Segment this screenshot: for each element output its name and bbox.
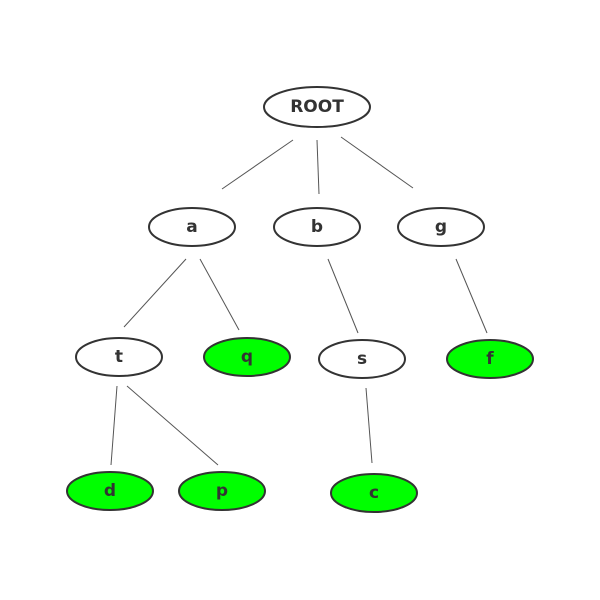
node-g-ellipse xyxy=(397,207,485,247)
node-s-label: s xyxy=(357,349,367,369)
edge-t-d xyxy=(110,385,118,466)
node-p: p xyxy=(178,471,266,511)
node-p-ellipse xyxy=(178,471,266,511)
node-s-ellipse xyxy=(318,339,406,379)
node-a: a xyxy=(148,207,236,247)
node-c: c xyxy=(330,473,418,513)
node-d: d xyxy=(66,471,154,511)
node-b-label: b xyxy=(311,217,323,237)
node-root-label: ROOT xyxy=(290,97,344,117)
edge-s-c xyxy=(365,387,373,464)
node-c-ellipse xyxy=(330,473,418,513)
edge-g-f xyxy=(455,258,488,334)
node-a-label: a xyxy=(186,217,197,237)
node-t: t xyxy=(75,337,163,377)
edges-layer xyxy=(110,136,488,466)
node-c-label: c xyxy=(369,483,379,503)
node-s: s xyxy=(318,339,406,379)
edge-t-p xyxy=(126,385,219,466)
node-f-ellipse xyxy=(446,339,534,379)
node-q: q xyxy=(203,337,291,377)
node-b: b xyxy=(273,207,361,247)
node-q-ellipse xyxy=(203,337,291,377)
node-f: f xyxy=(446,339,534,379)
edge-b-s xyxy=(327,258,359,334)
node-f-label: f xyxy=(486,349,494,369)
nodes-layer: ROOT a b g t q s f d p c xyxy=(66,86,534,513)
edge-a-q xyxy=(199,258,240,331)
node-b-ellipse xyxy=(273,207,361,247)
edge-a-t xyxy=(123,258,187,328)
node-d-label: d xyxy=(104,481,116,501)
node-p-label: p xyxy=(216,481,228,501)
node-t-label: t xyxy=(115,347,123,367)
node-g: g xyxy=(397,207,485,247)
node-root: ROOT xyxy=(263,86,371,128)
edge-root-g xyxy=(340,136,414,189)
node-g-label: g xyxy=(435,217,447,237)
edge-root-b xyxy=(316,139,320,195)
node-t-ellipse xyxy=(75,337,163,377)
node-q-label: q xyxy=(241,347,253,367)
node-root-ellipse xyxy=(263,86,371,128)
node-d-ellipse xyxy=(66,471,154,511)
edge-root-a xyxy=(221,139,294,190)
node-a-ellipse xyxy=(148,207,236,247)
